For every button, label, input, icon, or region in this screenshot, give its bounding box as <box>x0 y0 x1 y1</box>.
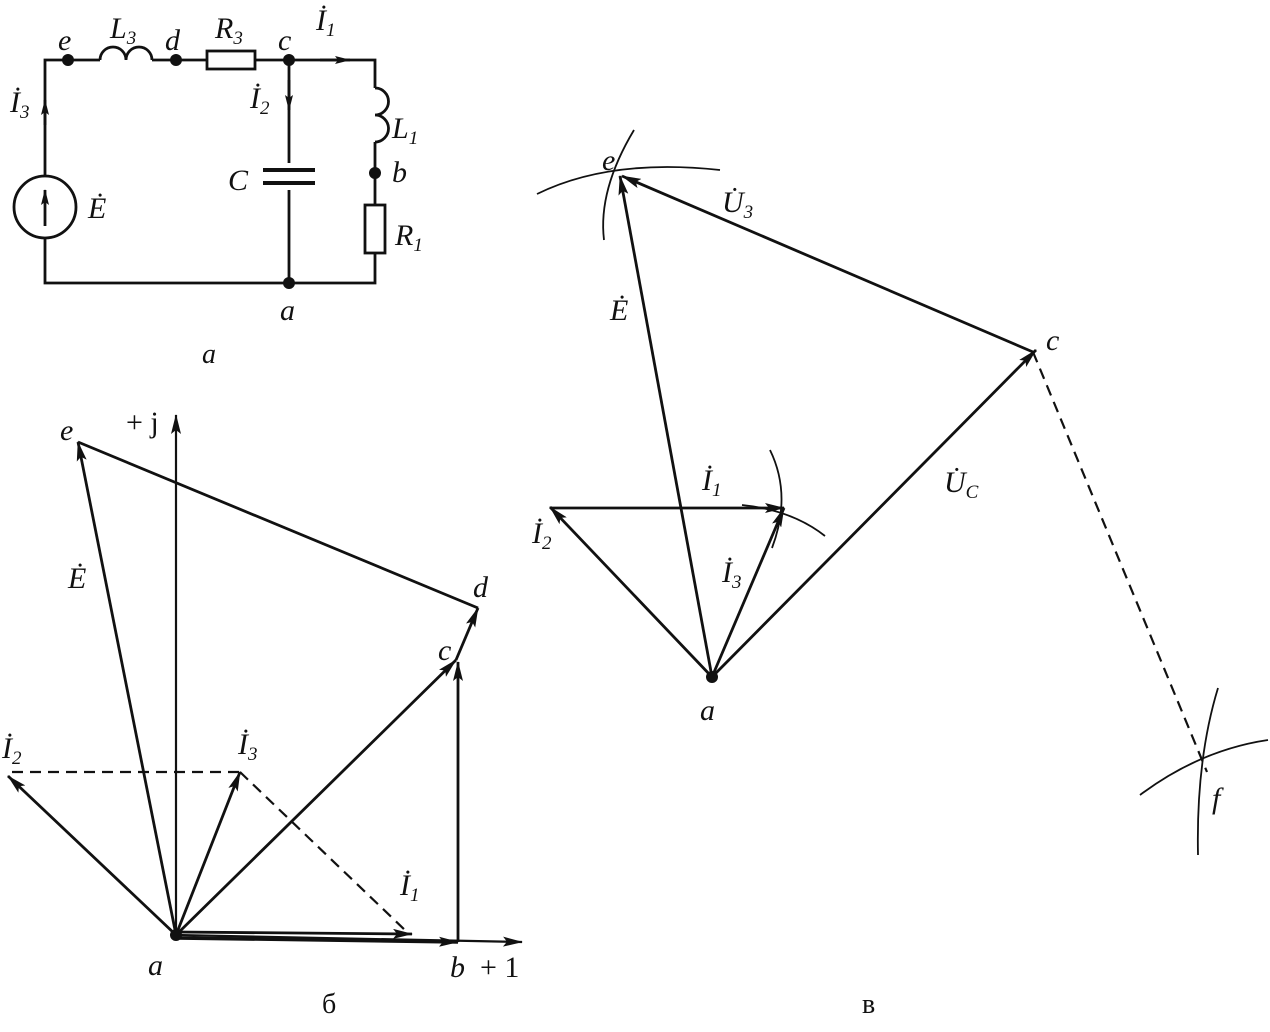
vector-i2-label: İ2 <box>1 732 22 769</box>
arc-i1-2 <box>741 504 826 537</box>
caption-v: в <box>862 989 875 1020</box>
vector-u3 <box>621 174 1034 354</box>
diagram-b-panel: + j + 1 e d c a b Ė İ1 İ2 İ3 б <box>1 406 523 1020</box>
segment-e-d <box>77 440 479 610</box>
vector-i2-label: İ2 <box>531 517 552 554</box>
label-e-source: Ė <box>87 192 106 225</box>
point-e-label: e <box>60 414 73 447</box>
node-e-label: e <box>58 24 71 57</box>
vector-i3 <box>710 507 786 678</box>
inductor-l3 <box>98 45 154 61</box>
vector-ac <box>175 659 457 936</box>
wire-top <box>152 58 377 88</box>
arc-e-1 <box>536 166 721 195</box>
node-e-dot <box>62 54 74 66</box>
resistor-r3 <box>205 49 257 71</box>
label-i2: İ2 <box>249 82 270 119</box>
label-r3: R3 <box>214 12 243 49</box>
caption-b: б <box>322 989 336 1020</box>
vector-e <box>76 441 178 936</box>
diagram-v-panel: e c a f Ė U̇3 U̇C İ1 İ2 İ3 в <box>531 129 1269 1020</box>
arc-f-2 <box>1196 687 1219 856</box>
vector-i1 <box>175 928 413 939</box>
resistor-r1 <box>363 203 387 255</box>
vector-uc-label: U̇C <box>944 466 979 503</box>
point-a-dot <box>706 671 718 683</box>
label-l3: L3 <box>109 12 136 49</box>
vector-i1-label: İ1 <box>701 464 722 501</box>
point-a-label: a <box>700 694 715 727</box>
dashed-c-f <box>1031 351 1209 773</box>
axis-real <box>175 933 523 947</box>
point-a-dot <box>170 929 182 941</box>
point-a-label: a <box>148 949 163 982</box>
inductor-l1 <box>374 86 390 144</box>
arc-i1-1 <box>769 449 783 549</box>
point-c-label: c <box>1046 324 1059 357</box>
vector-e-label: Ė <box>609 294 628 327</box>
vector-i3-label: İ3 <box>721 556 742 593</box>
caption-a: а <box>202 339 216 370</box>
dashed-i3-i1 <box>239 771 408 933</box>
point-e-label: e <box>602 144 615 177</box>
axis-real-label: + 1 <box>480 951 519 984</box>
vector-i3 <box>174 771 242 936</box>
vector-i2 <box>7 774 177 937</box>
source-e <box>12 174 78 240</box>
point-c-label: c <box>438 634 451 667</box>
vector-cd <box>454 607 480 661</box>
node-d-dot <box>170 54 182 66</box>
wire-left-bottom <box>43 238 377 285</box>
point-f-label: f <box>1212 782 1224 815</box>
axis-imag-label: + j <box>126 406 159 439</box>
wire-left <box>43 58 100 175</box>
label-i3: İ3 <box>9 86 30 123</box>
vector-i2 <box>548 506 714 678</box>
label-l1: L1 <box>391 112 418 149</box>
arc-e-2 <box>602 129 635 241</box>
label-c: C <box>228 164 249 197</box>
node-c-dot <box>283 54 295 66</box>
vector-e <box>618 175 714 678</box>
node-c-label: c <box>278 24 291 57</box>
node-b-dot <box>369 167 381 179</box>
point-b-label: b <box>450 951 465 984</box>
vector-i1-label: İ1 <box>399 869 420 906</box>
node-a-label: a <box>280 294 295 327</box>
circuit-panel: e d c b a L3 R3 L1 R1 C Ė İ1 İ2 İ3 а <box>9 4 423 370</box>
vector-ab <box>175 936 459 947</box>
node-a-dot <box>283 277 295 289</box>
vector-e-label: Ė <box>67 562 86 595</box>
point-d-label: d <box>473 571 489 604</box>
label-r1: R1 <box>394 219 423 256</box>
label-i1: İ1 <box>315 4 336 41</box>
vector-i3-label: İ3 <box>237 728 258 765</box>
node-d-label: d <box>165 24 181 57</box>
node-b-label: b <box>392 156 407 189</box>
vector-u3-label: U̇3 <box>722 186 753 223</box>
vector-uc <box>711 349 1037 678</box>
